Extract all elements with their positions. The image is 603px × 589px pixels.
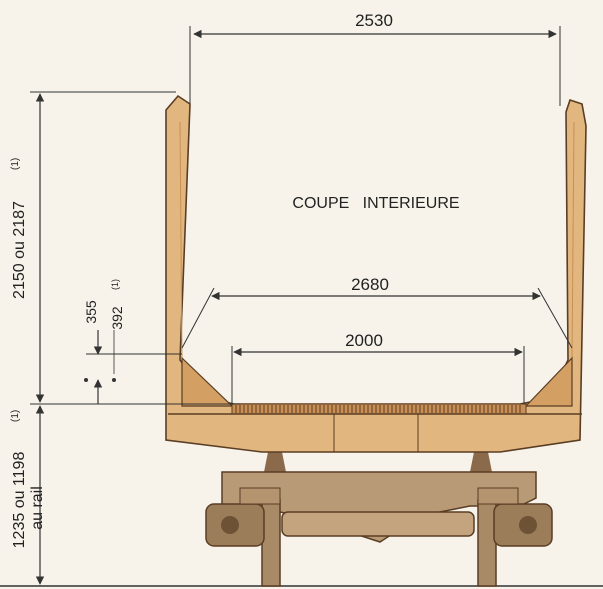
label-392: 392 xyxy=(109,306,125,330)
wagon-body xyxy=(165,94,587,453)
label-au-rail: au rail xyxy=(29,486,46,530)
label-2680: 2680 xyxy=(351,275,389,294)
floor-grating xyxy=(235,405,521,413)
label-355: 355 xyxy=(83,300,99,324)
label-2530: 2530 xyxy=(355,11,393,30)
label-2000: 2000 xyxy=(345,331,383,350)
label-main-height: 2150 ou 2187 xyxy=(11,201,28,299)
bogie xyxy=(205,452,553,587)
label-rail-height: 1235 ou 1198 xyxy=(11,452,28,549)
label-main-height-note: (1) xyxy=(10,158,21,170)
label-rail-height-note: (1) xyxy=(10,410,21,422)
section-title: COUPE INTERIEURE xyxy=(292,195,459,212)
label-392-note: (1) xyxy=(110,279,120,290)
